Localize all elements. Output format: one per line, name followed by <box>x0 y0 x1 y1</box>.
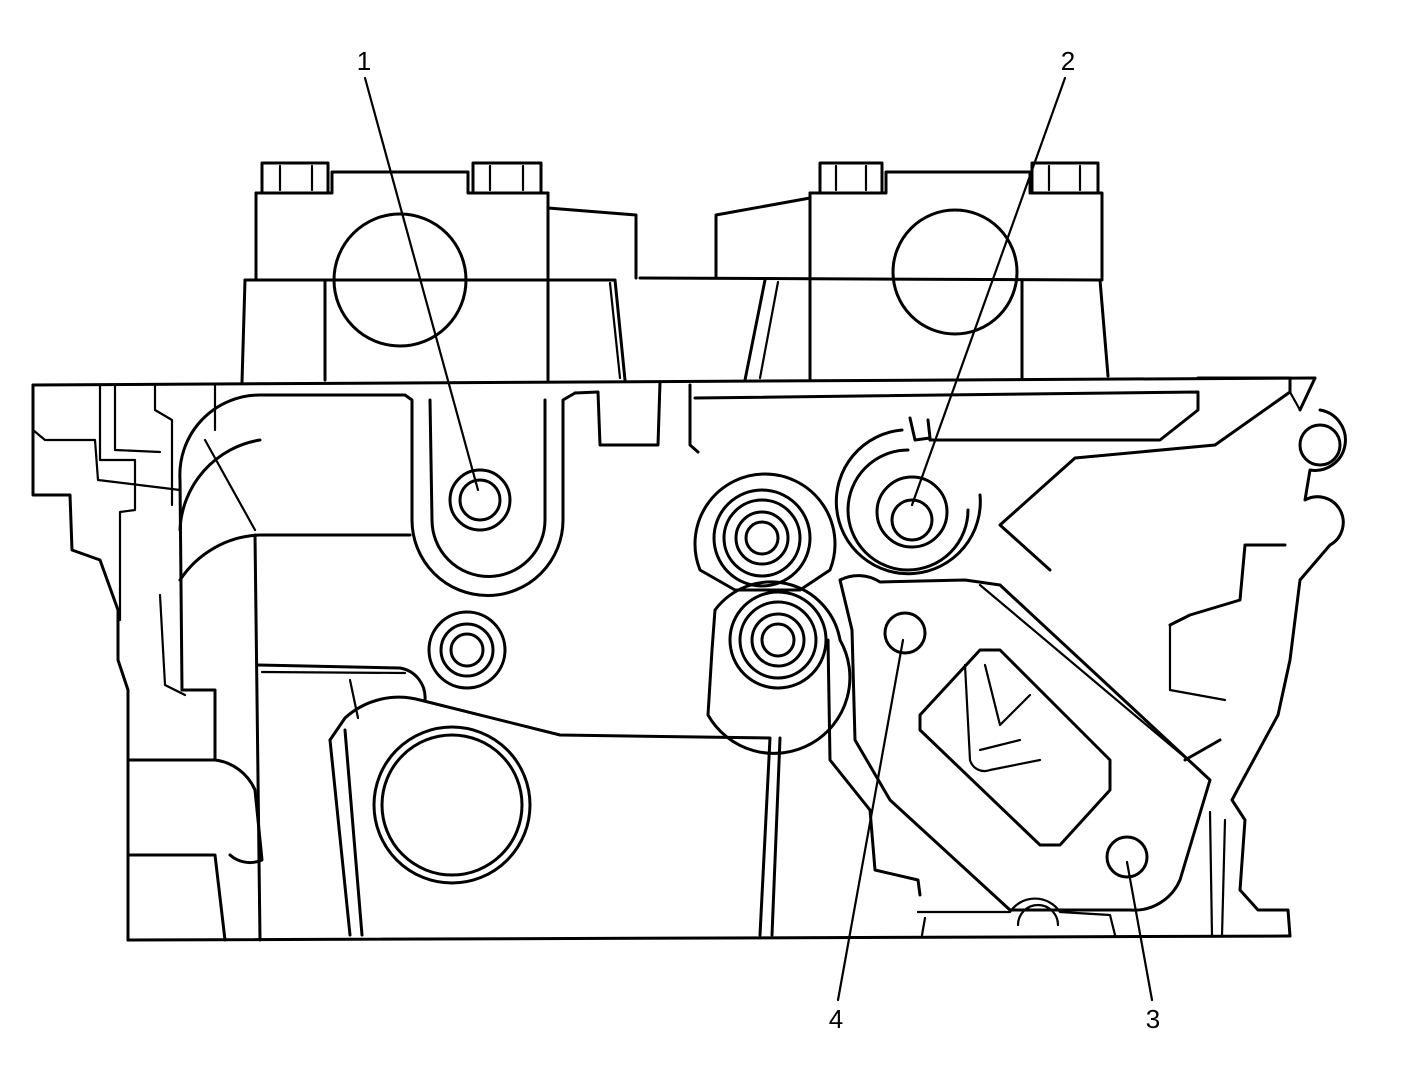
callout-number-2: 2 <box>1061 46 1075 76</box>
oil-passage-upper <box>693 472 837 592</box>
bolt-hole-1 <box>448 468 512 532</box>
leader-lines <box>363 76 1154 1002</box>
leader-line-2 <box>910 76 1067 507</box>
camshaft-cap-right <box>638 161 1110 382</box>
leader-line-1 <box>363 76 480 492</box>
leader-line-4 <box>836 638 905 1002</box>
bolt-hole-4 <box>883 611 927 655</box>
cover-plate <box>826 574 1222 912</box>
callout-number-1: 1 <box>357 46 371 76</box>
leader-line-3 <box>1125 860 1154 1002</box>
bolt-hole-3 <box>1105 835 1149 879</box>
camshaft-cap-left <box>240 161 638 384</box>
oil-passage-lower <box>706 580 852 755</box>
callout-number-3: 3 <box>1146 1004 1160 1034</box>
coolant-bore <box>372 725 532 885</box>
oil-passage-small <box>427 610 507 690</box>
cylinder-head-body <box>31 376 1347 942</box>
bolt-hole-2 <box>834 416 982 576</box>
callout-number-4: 4 <box>829 1004 843 1034</box>
